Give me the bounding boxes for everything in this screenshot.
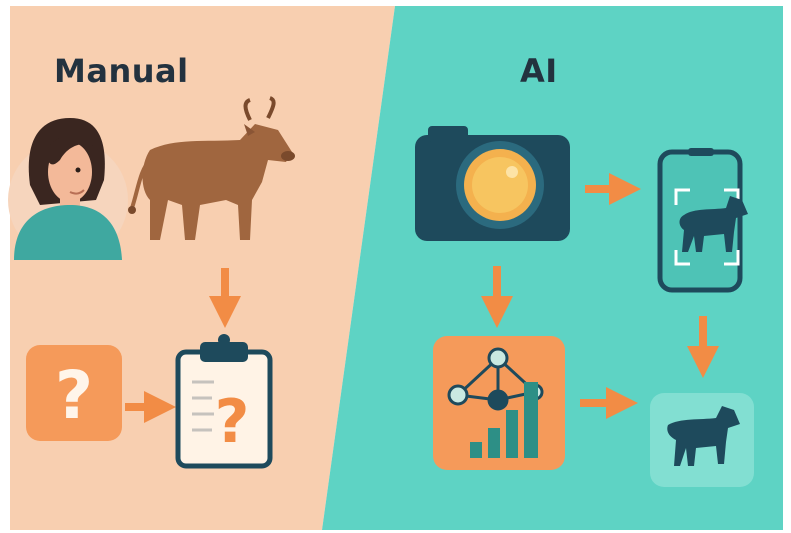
person-icon [8, 118, 128, 260]
cow-silhouette-icon [650, 393, 754, 487]
question-mark-icon: ? [26, 345, 122, 441]
clipboard-icon: ? [175, 334, 273, 469]
svg-text:?: ? [55, 357, 93, 434]
phone-scan-icon [657, 148, 748, 293]
brown-cow-icon [128, 96, 295, 240]
camera-icon [415, 126, 570, 241]
manual-title: Manual [54, 52, 189, 90]
network-chart-icon [433, 336, 565, 470]
svg-text:?: ? [215, 387, 250, 457]
ai-title: AI [520, 52, 558, 90]
